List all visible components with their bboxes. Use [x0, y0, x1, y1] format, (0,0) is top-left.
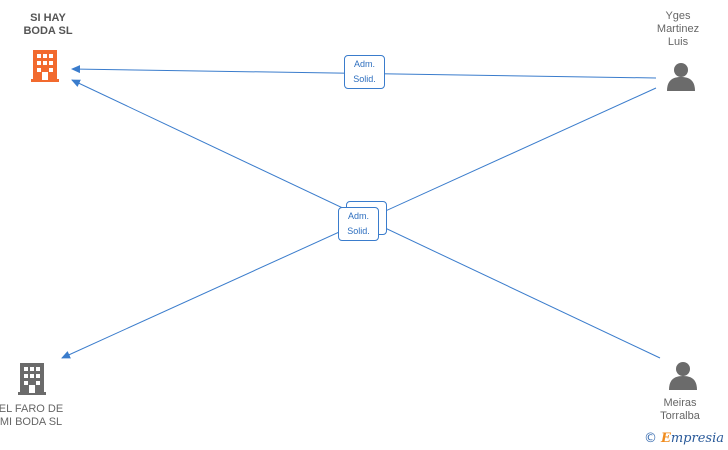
person-icon[interactable]: [669, 362, 697, 390]
person-label-yges[interactable]: Yges Martinez Luis: [656, 10, 700, 48]
company-label-si-hay-boda[interactable]: SI HAY BODA SL: [23, 12, 73, 37]
brand-name: mpresia: [670, 431, 724, 446]
company-label-el-faro[interactable]: EL FARO DE MI BODA SL: [0, 403, 64, 428]
copyright-icon: ©: [643, 431, 657, 446]
edge-label-center: Adm. Solid.: [338, 207, 379, 241]
person-label-meiras[interactable]: Meiras Torralba: [660, 397, 700, 422]
brand-watermark: ©Empresia: [644, 431, 724, 446]
building-icon[interactable]: [18, 363, 46, 395]
edge-label-top: Adm. Solid.: [344, 55, 385, 89]
brand-initial: E: [660, 431, 671, 446]
person-icon[interactable]: [667, 63, 695, 91]
building-icon[interactable]: [31, 50, 59, 82]
